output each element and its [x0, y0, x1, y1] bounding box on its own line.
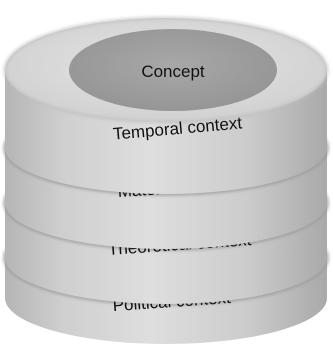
concept-label: Concept	[141, 62, 205, 81]
concept-ellipse	[69, 29, 277, 111]
concept-core: Concept	[69, 29, 277, 111]
top-face-rim	[4, 17, 328, 123]
